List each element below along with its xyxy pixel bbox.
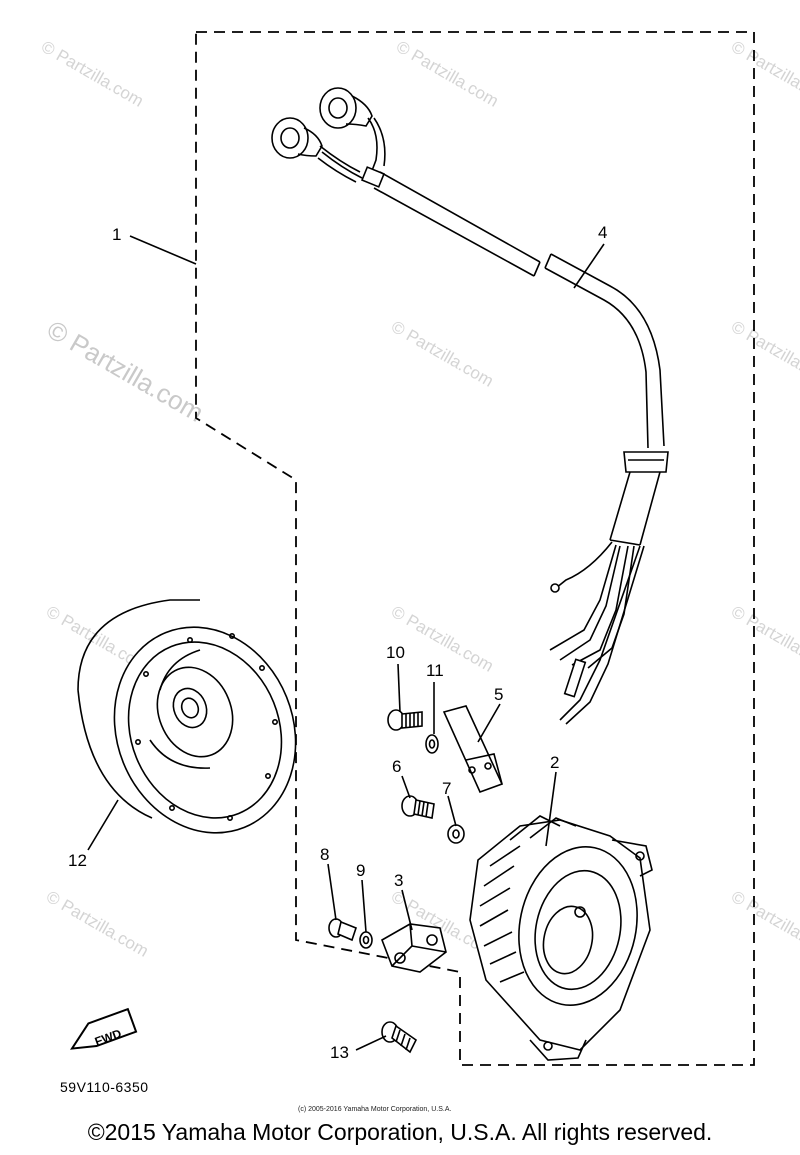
watermark: © Partzilla.com [38, 37, 147, 111]
pulser-coil [381, 923, 447, 973]
callout-10: 10 [386, 643, 405, 662]
callout-2: 2 [550, 753, 559, 772]
washer-9 [359, 931, 373, 949]
leader-8 [327, 863, 337, 921]
callout-6: 6 [392, 757, 401, 776]
leader-9 [361, 879, 367, 933]
assembly-boundary [195, 31, 755, 1066]
connector-upper [319, 87, 386, 177]
watermark: © Partzilla.com [43, 887, 152, 961]
callout-13: 13 [330, 1043, 349, 1062]
washer-7 [447, 824, 465, 844]
watermark: © Partzilla.com [393, 37, 502, 111]
callouts: 1 4 10 11 5 2 6 7 8 9 3 12 13 [68, 223, 607, 1062]
callout-9: 9 [356, 861, 365, 880]
leader-4 [573, 243, 605, 289]
small-copyright: (c) 2005-2016 Yamaha Motor Corporation, … [298, 1106, 451, 1113]
leader-13 [355, 1035, 387, 1051]
leader-10 [397, 663, 401, 713]
stator [469, 815, 653, 1061]
callout-7: 7 [442, 779, 451, 798]
fwd-arrow: FWD [69, 1007, 138, 1050]
washer-11 [425, 734, 439, 754]
callout-4: 4 [598, 223, 607, 242]
connector-lower [271, 117, 363, 183]
screw-10 [387, 709, 423, 731]
callout-3: 3 [394, 871, 403, 890]
screw-8 [328, 918, 357, 942]
watermark: © Partzilla.com [388, 317, 497, 391]
watermark: © Partzilla.com [728, 887, 800, 961]
callout-11: 11 [426, 661, 444, 680]
flywheel-rotor [77, 599, 297, 834]
wire-harness [271, 87, 669, 725]
leader-6 [401, 775, 411, 799]
watermark: © Partzilla.com [42, 314, 209, 428]
reference-code: 59V110-6350 [60, 1079, 149, 1095]
bracket [442, 705, 504, 794]
watermark: © Partzilla.com [728, 317, 800, 391]
leader-7 [447, 795, 457, 827]
leader-2 [545, 771, 557, 847]
leader-5 [477, 703, 501, 743]
watermark: © Partzilla.com [728, 37, 800, 111]
callout-12: 12 [68, 851, 87, 870]
leader-12 [87, 799, 119, 851]
leader-1 [129, 235, 197, 265]
callout-8: 8 [320, 845, 329, 864]
copyright-notice: ©2015 Yamaha Motor Corporation, U.S.A. A… [87, 1119, 713, 1145]
watermark: © Partzilla.com [728, 602, 800, 676]
watermarks: © Partzilla.com © Partzilla.com © Partzi… [38, 37, 800, 961]
callout-1: 1 [112, 225, 121, 244]
screw-13 [381, 1021, 418, 1054]
screw-6 [401, 795, 435, 819]
leader-3 [401, 889, 413, 931]
leader-lines [87, 235, 605, 1051]
callout-5: 5 [494, 685, 503, 704]
